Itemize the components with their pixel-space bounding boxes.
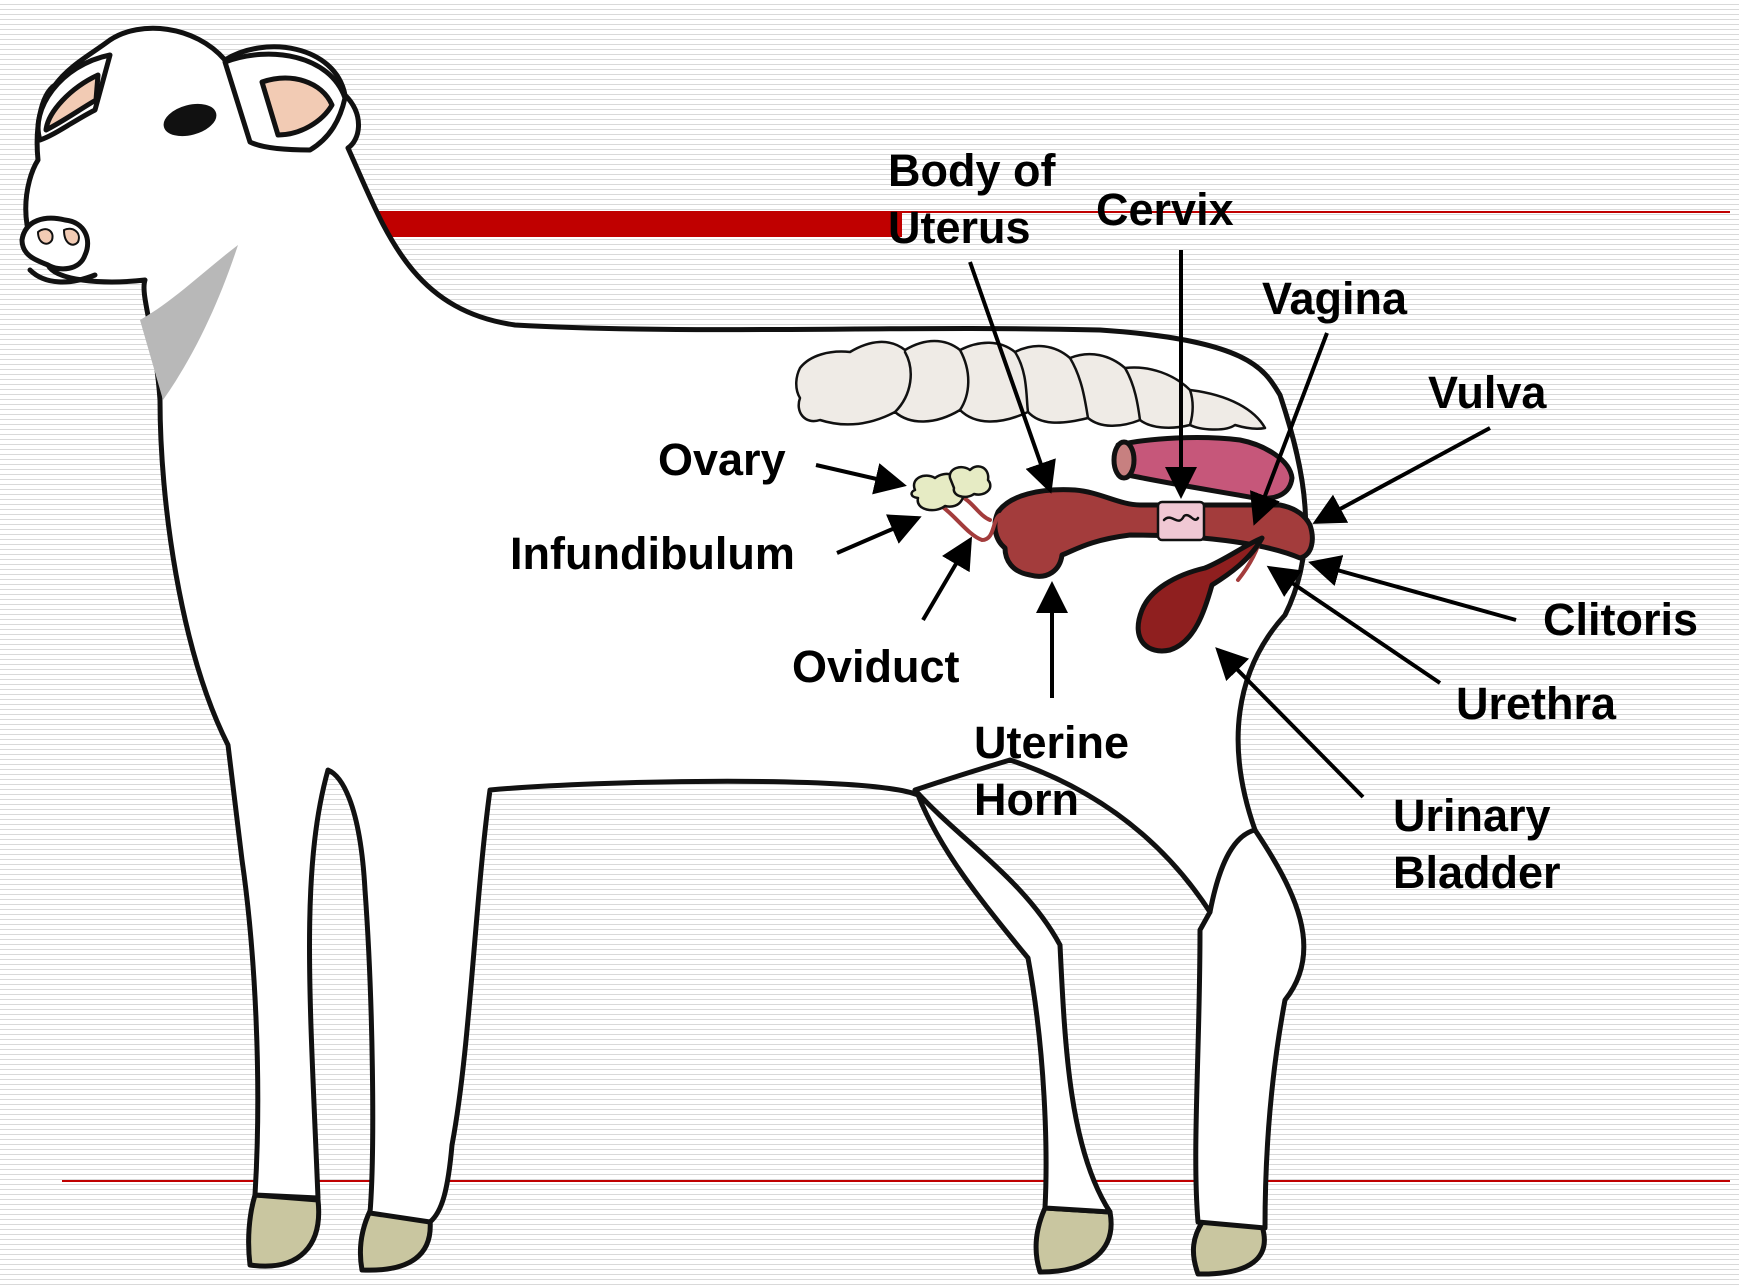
label-vagina: Vagina — [1262, 270, 1407, 327]
label-ovary: Ovary — [658, 431, 786, 488]
label-body-of-uterus: Body of Uterus — [888, 142, 1055, 256]
label-urinary-bladder: Urinary Bladder — [1393, 787, 1561, 901]
label-oviduct: Oviduct — [792, 638, 960, 695]
arrow-clitoris — [1312, 563, 1516, 620]
label-urethra: Urethra — [1456, 675, 1616, 732]
label-infundibulum: Infundibulum — [510, 525, 795, 582]
nostril-left — [38, 229, 53, 244]
arrow-urethra — [1270, 568, 1440, 683]
ovary — [950, 466, 991, 497]
rectum-opening — [1114, 442, 1134, 478]
label-vulva: Vulva — [1428, 364, 1546, 421]
label-clitoris: Clitoris — [1543, 591, 1698, 648]
label-uterine-horn: Uterine Horn — [974, 714, 1129, 828]
label-cervix: Cervix — [1096, 181, 1234, 238]
hoof-hind-left — [1036, 1208, 1111, 1272]
arrow-vulva — [1316, 428, 1490, 522]
hoof-front-left — [249, 1195, 319, 1266]
